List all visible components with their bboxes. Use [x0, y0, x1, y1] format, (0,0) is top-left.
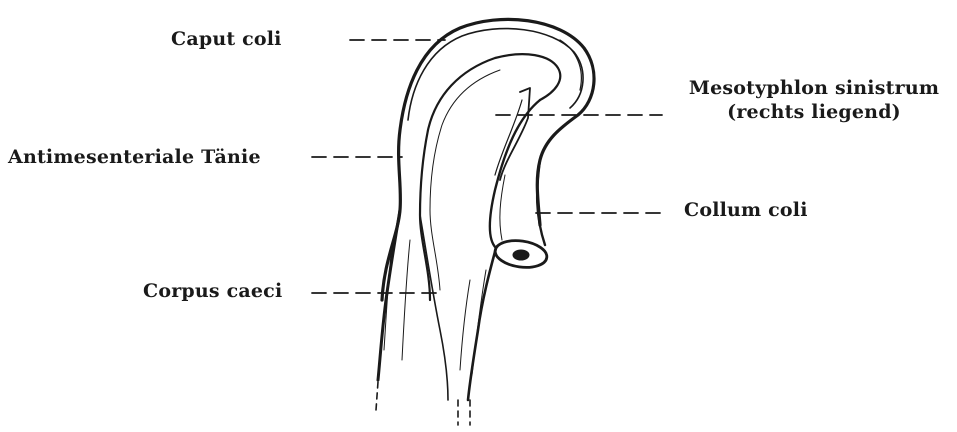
mesotyphlon-fold [495, 100, 522, 175]
label-mesotyphlon-sinistrum: Mesotyphlon sinistrum (rechts liegend) [680, 76, 948, 124]
label-collum-coli: Collum coli [684, 198, 808, 222]
label-antimesenteriale-taenie: Antimesenteriale Tänie [8, 145, 261, 169]
collum-coli-lumen [513, 250, 529, 260]
corpus-caeci-inner-edge [420, 215, 448, 400]
label-mesotyphlon-line2: (rechts liegend) [680, 100, 948, 124]
collum-coli-hatching [500, 175, 505, 240]
label-corpus-caeci: Corpus caeci [143, 279, 282, 303]
collum-coli-right-edge [537, 160, 545, 245]
label-mesotyphlon-line1: Mesotyphlon sinistrum [680, 76, 948, 100]
corpus-caeci-right-edge [468, 248, 496, 400]
bottom-continuation-left [376, 382, 378, 410]
caput-inner-fold [560, 40, 581, 90]
inner-shadow-line [430, 70, 500, 290]
label-caput-coli: Caput coli [171, 27, 282, 51]
corpus-caeci-hatching-3 [460, 280, 470, 370]
caput-shadow-line [408, 29, 583, 120]
corpus-caeci-hatching-2 [402, 240, 410, 360]
